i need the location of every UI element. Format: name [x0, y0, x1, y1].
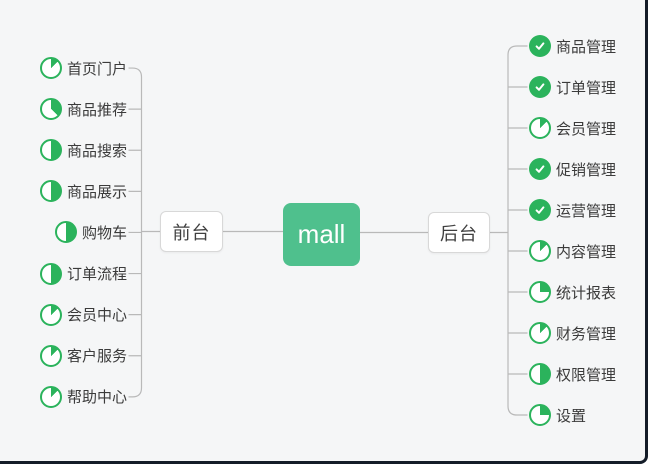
- mindmap-item[interactable]: 统计报表: [529, 272, 616, 313]
- mindmap-item-label: 首页门户: [66, 60, 127, 78]
- mindmap-item[interactable]: 商品推荐: [39, 89, 127, 130]
- progress-pie-icon: [39, 57, 62, 80]
- mindmap-item[interactable]: 商品搜索: [39, 130, 127, 171]
- progress-pie-icon: [529, 363, 551, 385]
- progress-pie-icon: [39, 180, 62, 203]
- mindmap-item-label: 运营管理: [556, 202, 617, 220]
- mindmap-item-label: 促销管理: [556, 161, 617, 179]
- mindmap-item-label: 内容管理: [556, 243, 617, 261]
- progress-pie-icon: [54, 221, 77, 244]
- progress-pie-icon: [529, 281, 551, 303]
- progress-pie-icon: [39, 262, 62, 285]
- mindmap-item-label: 权限管理: [556, 366, 617, 384]
- mindmap-item[interactable]: 财务管理: [529, 313, 616, 354]
- mindmap-item-label: 会员管理: [556, 120, 617, 138]
- mindmap-item[interactable]: 购物车: [54, 212, 127, 253]
- mindmap-item-label: 商品展示: [66, 183, 127, 201]
- mindmap-item-label: 商品搜索: [66, 142, 127, 160]
- mindmap-item-label: 客户服务: [66, 348, 127, 366]
- mindmap-item[interactable]: 会员中心: [39, 294, 127, 335]
- mindmap-item-label: 购物车: [81, 224, 127, 242]
- mindmap-item[interactable]: 权限管理: [529, 354, 616, 395]
- mindmap-item-label: 订单流程: [66, 266, 127, 284]
- mindmap-item[interactable]: 订单管理: [529, 67, 616, 108]
- progress-pie-icon: [529, 322, 551, 344]
- back-branch-items: 商品管理订单管理会员管理促销管理运营管理内容管理统计报表财务管理权限管理设置: [529, 26, 616, 436]
- mindmap-item[interactable]: 客户服务: [39, 335, 127, 376]
- front-branch-items: 首页门户商品推荐商品搜索商品展示购物车订单流程会员中心客户服务帮助中心: [0, 48, 127, 418]
- mindmap-item[interactable]: 首页门户: [39, 48, 127, 89]
- progress-pie-icon: [529, 240, 551, 262]
- mindmap-item-label: 订单管理: [556, 79, 617, 97]
- mindmap-item-label: 帮助中心: [66, 389, 127, 407]
- progress-pie-icon: [39, 139, 62, 162]
- mindmap-item[interactable]: 帮助中心: [39, 376, 127, 417]
- check-circle-icon: [529, 158, 551, 180]
- front-branch-node[interactable]: 前台: [160, 211, 223, 252]
- progress-pie-icon: [529, 117, 551, 139]
- check-circle-icon: [529, 199, 551, 221]
- mindmap-item[interactable]: 商品展示: [39, 171, 127, 212]
- mindmap-item[interactable]: 会员管理: [529, 108, 616, 149]
- mindmap-item-label: 财务管理: [556, 325, 617, 343]
- mindmap-item[interactable]: 订单流程: [39, 253, 127, 294]
- mindmap-item-label: 设置: [556, 407, 587, 425]
- progress-pie-icon: [39, 303, 62, 326]
- progress-pie-icon: [39, 344, 62, 367]
- mindmap-item[interactable]: 设置: [529, 395, 586, 436]
- mindmap-item[interactable]: 运营管理: [529, 190, 616, 231]
- check-circle-icon: [529, 76, 551, 98]
- mindmap-item-label: 商品推荐: [66, 101, 127, 119]
- back-branch-node[interactable]: 后台: [428, 212, 490, 253]
- check-circle-icon: [529, 35, 551, 57]
- mindmap-item[interactable]: 商品管理: [529, 26, 616, 67]
- progress-pie-icon: [529, 404, 551, 426]
- mindmap-item[interactable]: 促销管理: [529, 149, 616, 190]
- mindmap-item-label: 统计报表: [556, 284, 617, 302]
- progress-pie-icon: [39, 98, 62, 121]
- progress-pie-icon: [39, 385, 62, 408]
- mindmap-item-label: 会员中心: [66, 307, 127, 325]
- mindmap-item-label: 商品管理: [556, 38, 617, 56]
- mindmap-item[interactable]: 内容管理: [529, 231, 616, 272]
- root-node[interactable]: mall: [283, 203, 360, 266]
